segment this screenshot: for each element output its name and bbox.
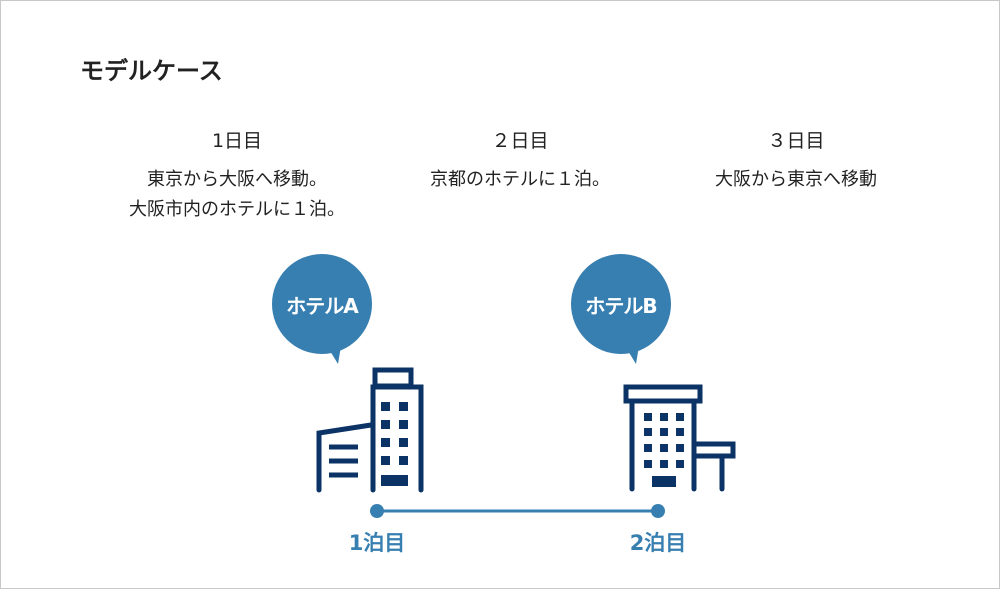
day-heading: 1日目 (211, 130, 263, 152)
day-heading: ３日目 (767, 130, 825, 152)
description-line: 東京から大阪へ移動。 (147, 169, 327, 190)
night-1-label: 1泊目 (348, 531, 406, 555)
day-3: ３日目 大阪から東京へ移動 (646, 129, 946, 195)
day-heading: ２日目 (491, 130, 549, 152)
day-description: 京都のホテルに１泊。 (430, 169, 610, 190)
day-2: ２日目 京都のホテルに１泊。 (370, 129, 670, 195)
page-title: モデルケース (80, 57, 223, 85)
hotel-a-bubble: ホテルA (272, 254, 372, 354)
timeline-dot-1 (370, 504, 384, 518)
description-line: 大阪市内のホテルに１泊。 (129, 199, 345, 220)
building-a-icon (316, 367, 424, 493)
hotel-b-bubble: ホテルB (571, 254, 671, 354)
day-description: 大阪から東京へ移動 (715, 169, 877, 190)
day-description: 東京から大阪へ移動。 大阪市内のホテルに１泊。 (87, 165, 387, 225)
night-2-label: 2泊目 (629, 531, 687, 555)
building-b-icon (623, 384, 736, 492)
day-1: 1日目 東京から大阪へ移動。 大阪市内のホテルに１泊。 (87, 129, 387, 225)
timeline-dot-2 (651, 504, 665, 518)
building-b-windows (644, 413, 684, 487)
building-a-windows (381, 402, 408, 486)
